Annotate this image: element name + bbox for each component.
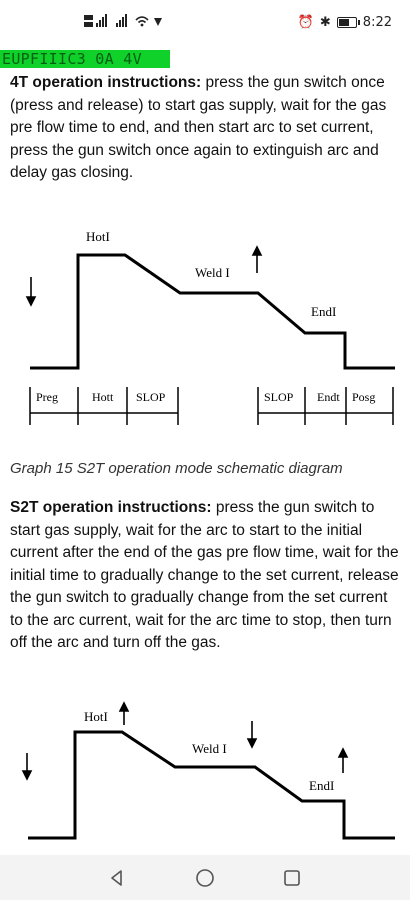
figure-caption: Graph 15 S2T operation mode schematic di…	[10, 460, 343, 477]
diagram-s2t: HotI Weld I EndI	[21, 701, 395, 840]
interval-hott: Hott	[92, 390, 114, 404]
body-s2t: press the gun switch to start gas supply…	[10, 499, 399, 651]
label-weld: Weld I	[195, 265, 230, 280]
interval-slop-2: SLOP	[264, 390, 294, 404]
heading-4t: 4T operation instructions:	[10, 74, 202, 91]
recents-icon	[284, 870, 300, 886]
diagram-4t: HotI Weld I EndI Preg Hott SLOP SLOP End…	[25, 229, 395, 425]
label-weld-2: Weld I	[192, 741, 227, 756]
alarm-icon: ⏰	[297, 15, 314, 30]
body-4t: press the gun switch once (press and rel…	[10, 74, 387, 181]
back-icon	[111, 870, 122, 886]
back-button[interactable]	[106, 867, 128, 889]
waveform-s2t	[28, 730, 395, 840]
home-icon	[196, 869, 214, 887]
battery-icon	[336, 17, 360, 28]
signal-icons	[84, 14, 184, 31]
label-end: EndI	[311, 304, 336, 319]
interval-endt: Endt	[317, 390, 340, 404]
waveform-4t	[30, 253, 395, 370]
interval-markers	[29, 387, 394, 425]
interval-slop-1: SLOP	[136, 390, 166, 404]
label-hot: HotI	[86, 229, 110, 244]
clock: 8:22	[362, 15, 392, 30]
label-end-2: EndI	[309, 778, 334, 793]
status-bar: ⏰ ✱ 8:22	[0, 0, 410, 50]
bluetooth-icon: ✱	[319, 15, 331, 30]
instructions-4t: 4T operation instructions: press the gun…	[10, 72, 402, 185]
signal-strength-icon	[84, 14, 162, 27]
recents-button[interactable]	[281, 867, 303, 889]
status-right: ⏰ ✱ 8:22	[298, 15, 392, 30]
device-status-banner: EUPFIIIC3 0A 4V	[0, 50, 170, 68]
heading-s2t: S2T operation instructions:	[10, 499, 212, 516]
label-hot-2: HotI	[84, 709, 108, 724]
navigation-bar	[0, 855, 410, 900]
instructions-s2t: S2T operation instructions: press the gu…	[10, 497, 402, 655]
interval-preg: Preg	[36, 390, 58, 404]
interval-posg: Posg	[352, 390, 375, 404]
home-button[interactable]	[194, 867, 216, 889]
